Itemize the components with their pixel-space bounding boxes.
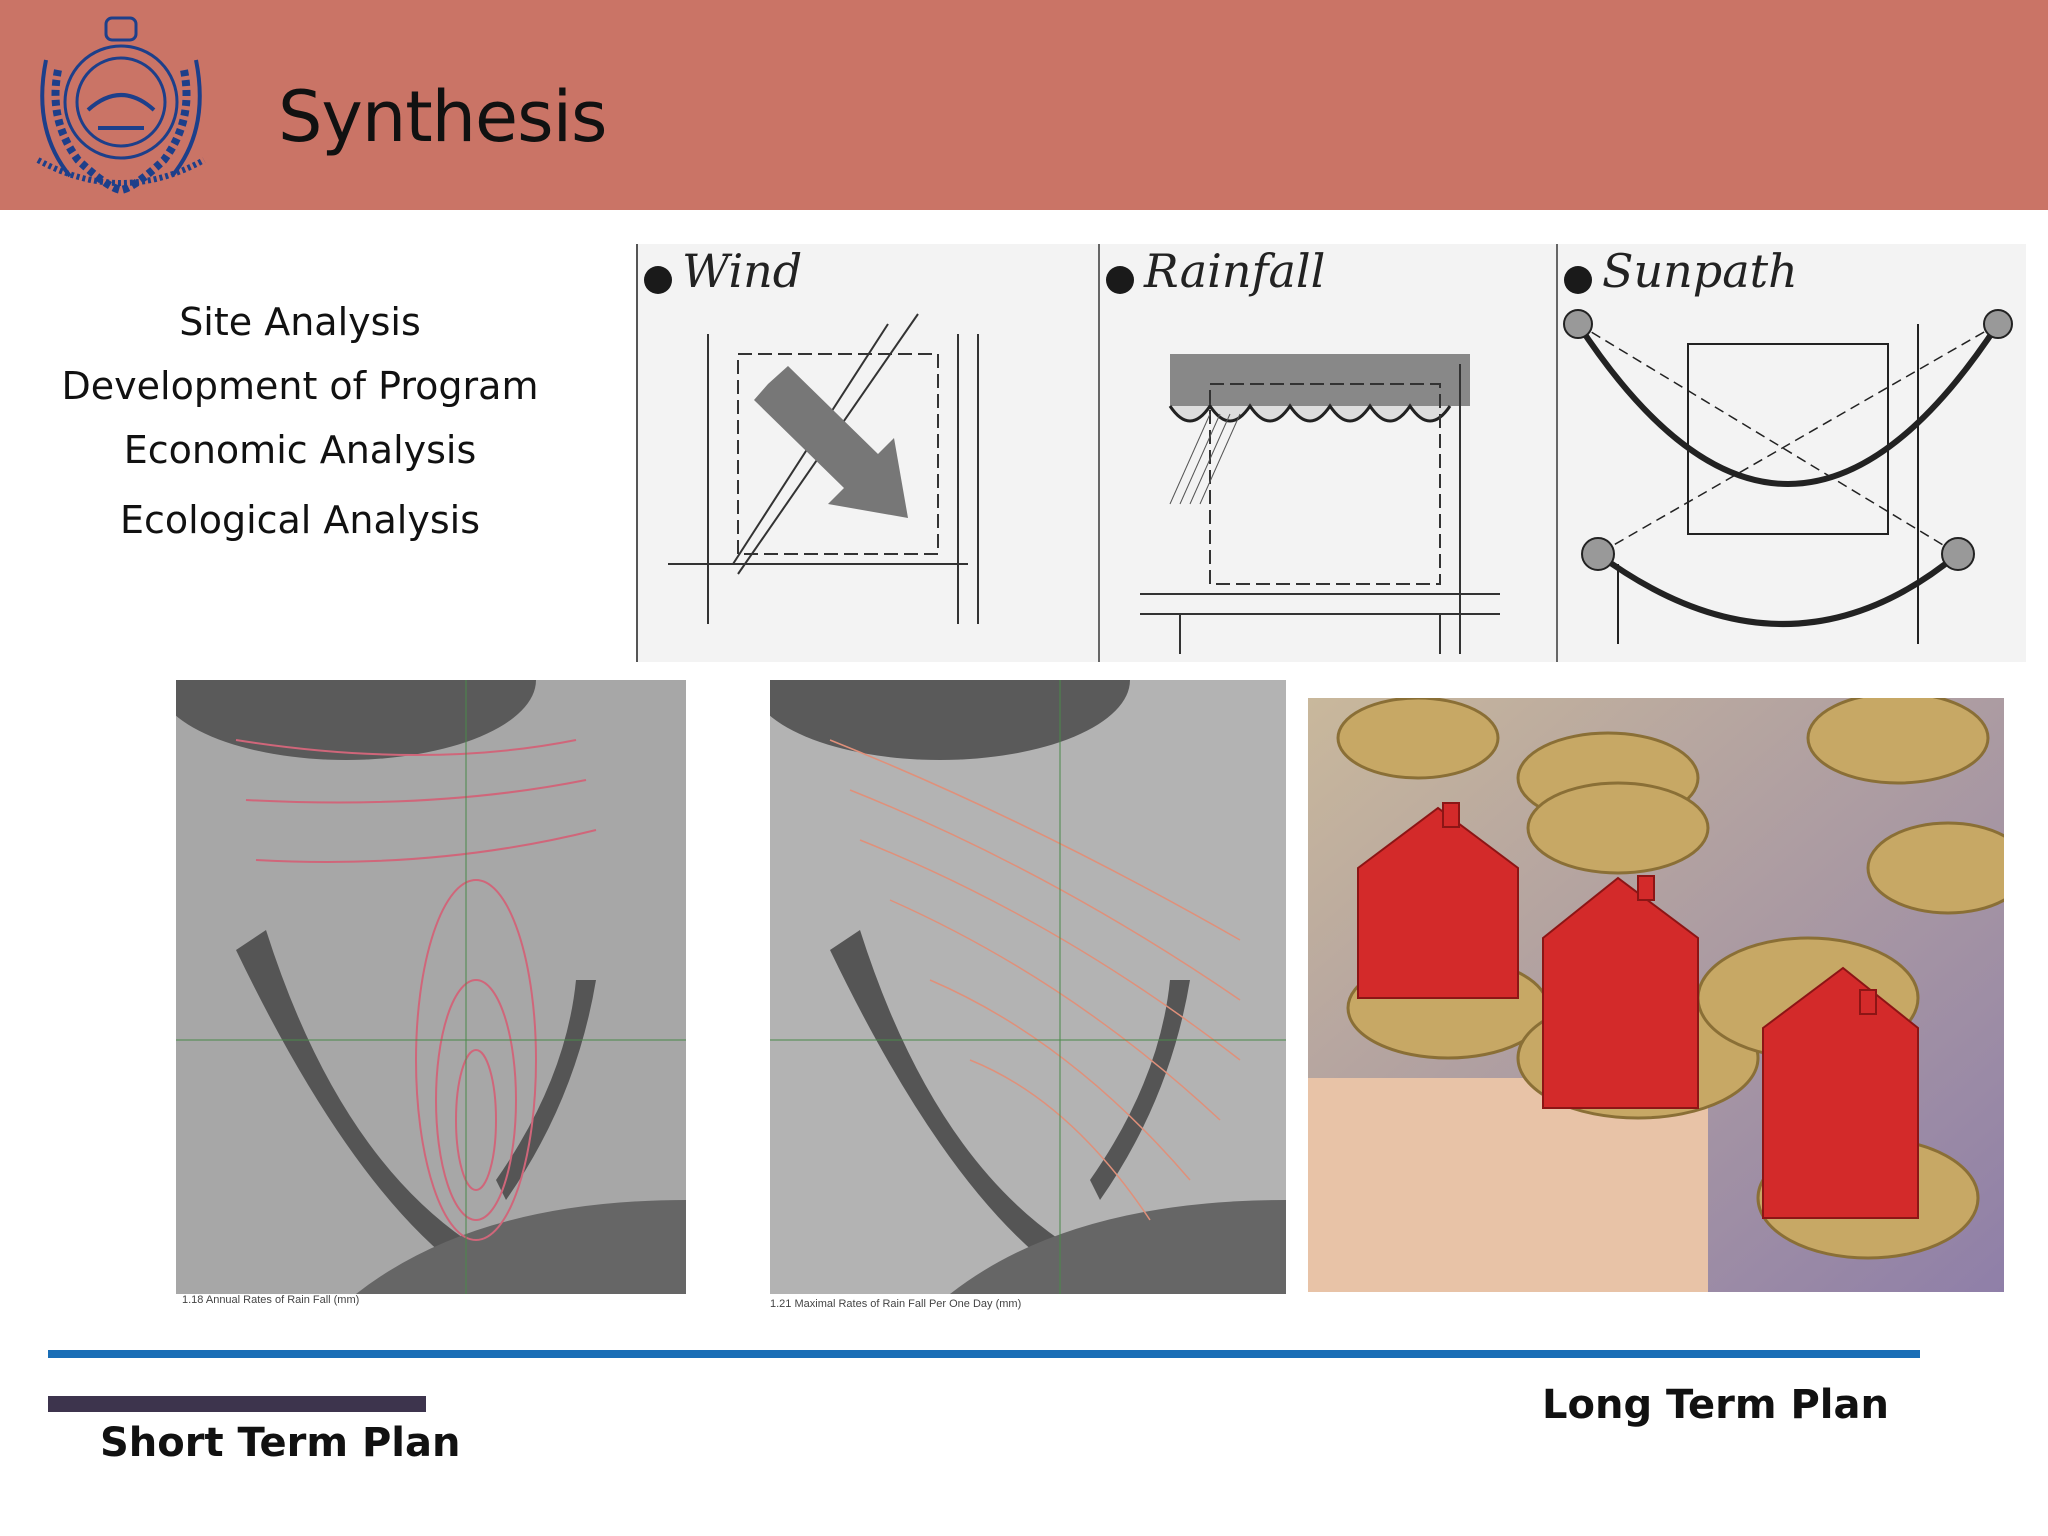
wind-label: Wind [682,244,803,298]
rainfall-sketch-icon [1140,354,1500,654]
topic-list: Site Analysis Development of Program Eco… [40,290,560,552]
topic-development-of-program: Development of Program [61,364,539,408]
climate-sketches: Wind Rainfall [636,244,2026,662]
sunpath-label: Sunpath [1602,244,1798,298]
sinai-map-icon [176,680,686,1294]
header-bar: Synthesis [0,0,2048,210]
topic-ecological-analysis: Ecological Analysis [119,498,481,542]
academy-logo-icon [36,16,206,195]
bullet-icon [644,266,672,294]
wind-sketch-icon [668,313,979,624]
rainfall-label: Rainfall [1144,244,1326,298]
short-term-plan-label: Short Term Plan [100,1420,461,1466]
housing-cost-photo [1308,698,2004,1292]
topic-economic-analysis: Economic Analysis [123,428,477,472]
max-daily-rainfall-map [770,680,1286,1294]
sunpath-sketch-icon [1563,309,2013,644]
annual-rainfall-caption: 1.18 Annual Rates of Rain Fall (mm) [182,1294,360,1306]
topic-site-analysis: Site Analysis [179,300,421,344]
bullet-icon [1564,266,1592,294]
sunpath-panel: Sunpath [1558,244,2024,662]
slide-title: Synthesis [278,76,607,158]
bullet-icon [1106,266,1134,294]
divider-line [48,1350,1920,1358]
annual-rainfall-map [176,680,686,1294]
house-models-on-coins-icon [1308,698,2004,1292]
rainfall-panel: Rainfall [1100,244,1558,662]
wind-panel: Wind [638,244,1100,662]
sinai-map-icon [770,680,1286,1294]
short-term-bar [48,1396,426,1412]
max-daily-rainfall-caption: 1.21 Maximal Rates of Rain Fall Per One … [770,1298,1022,1310]
long-term-plan-label: Long Term Plan [1542,1382,1889,1428]
